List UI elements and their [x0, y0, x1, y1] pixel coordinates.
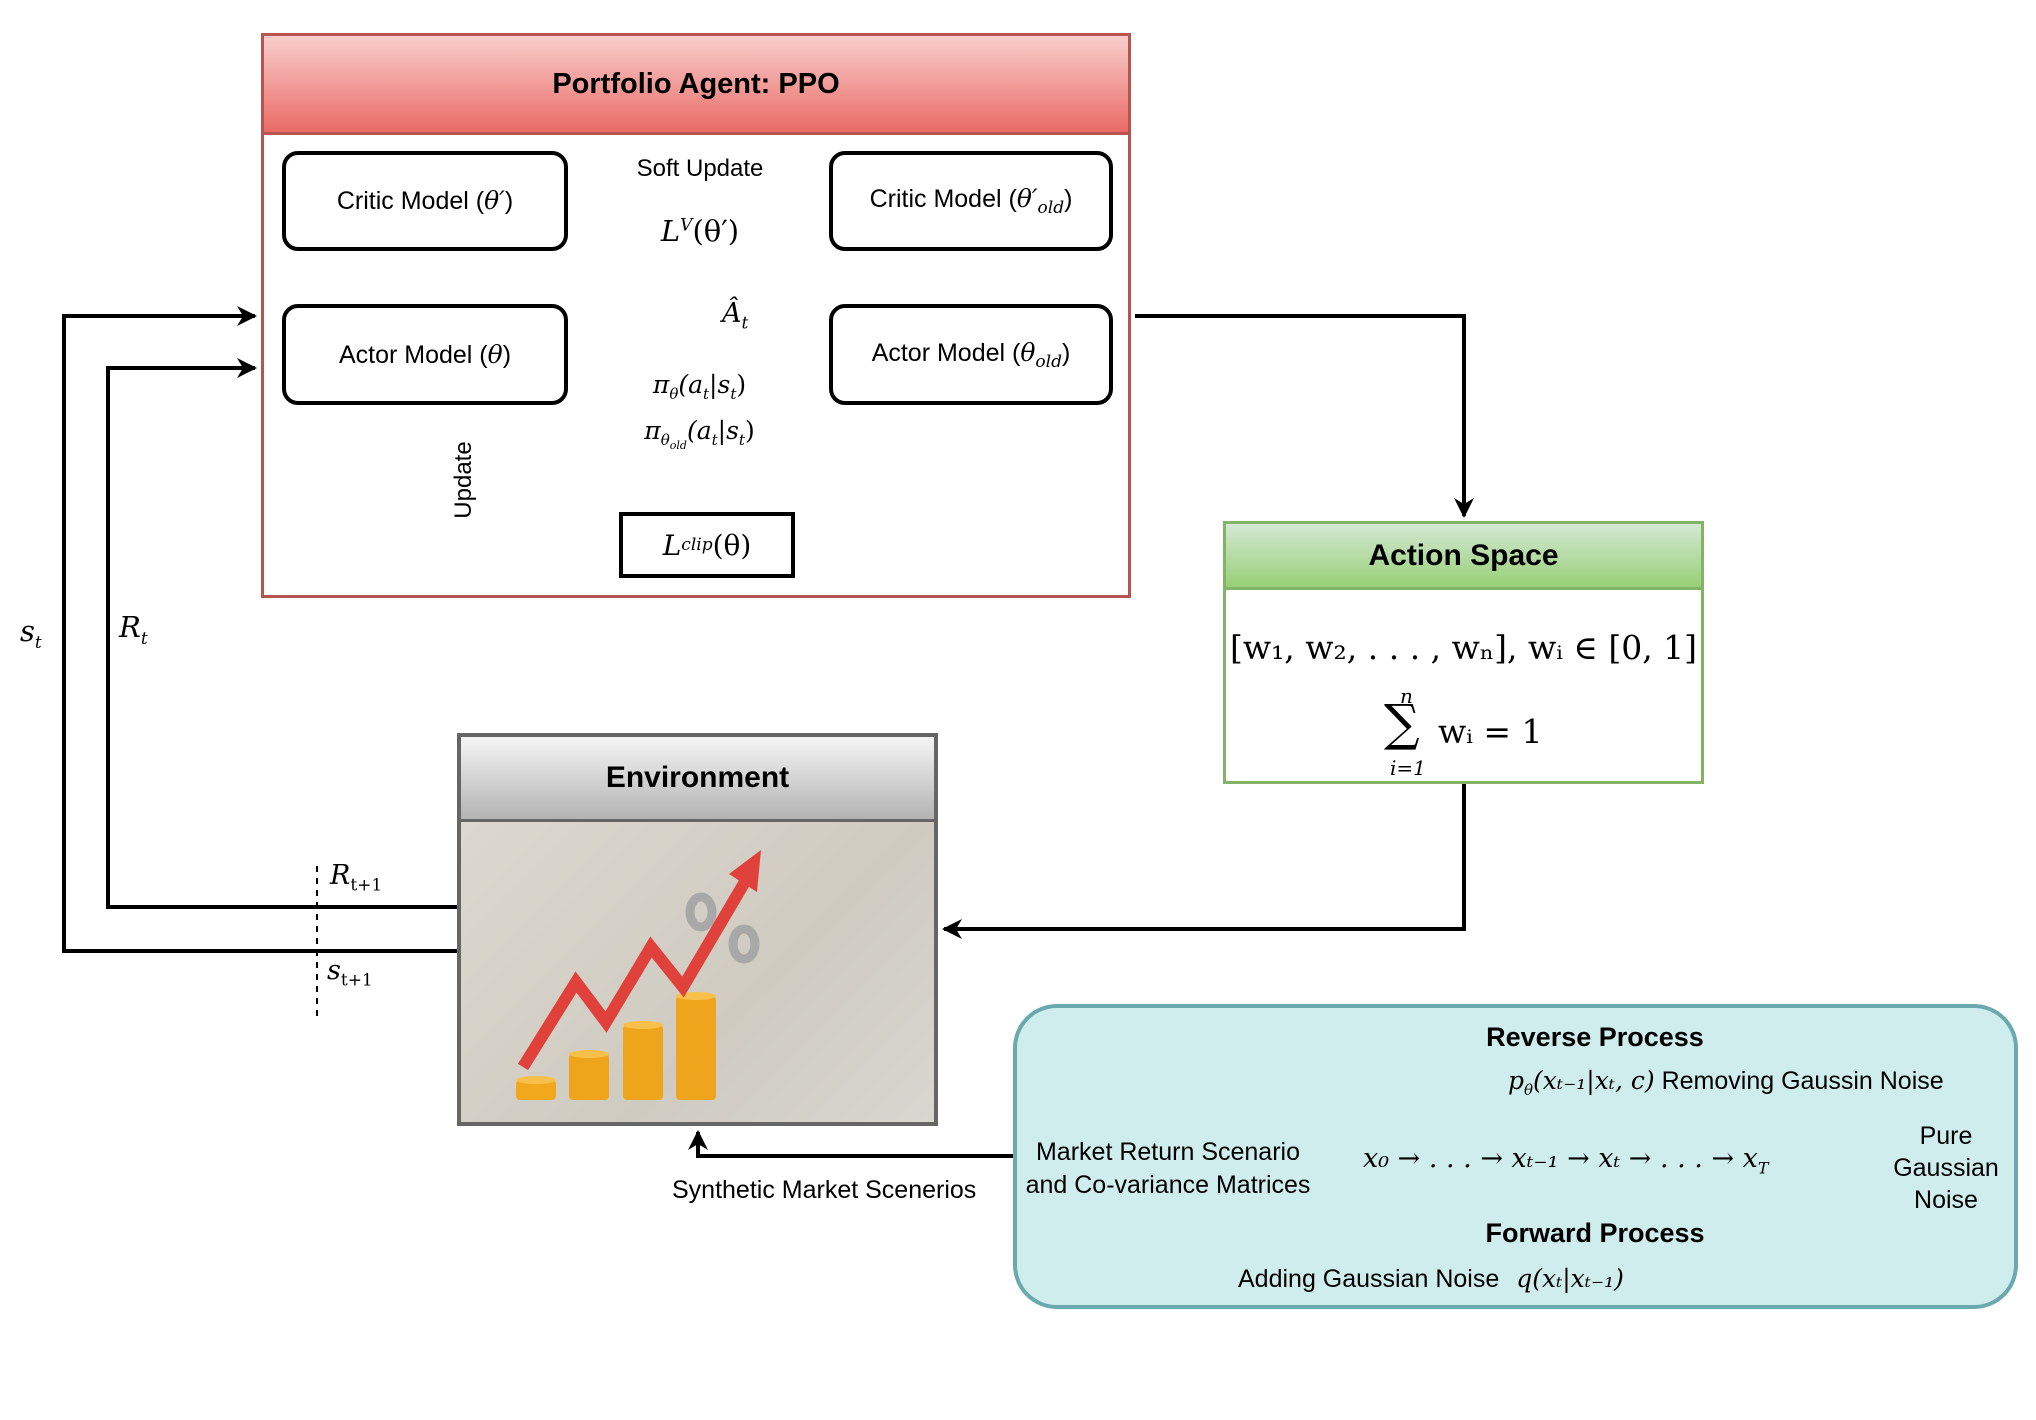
environment-node[interactable]: Environment	[457, 733, 938, 1126]
growth-illustration	[516, 850, 761, 1100]
actor-model-old-label: Actor Model (θold)	[871, 337, 1071, 372]
environment-title: Environment	[461, 737, 934, 822]
source-line-1: Market Return Scenario	[1035, 1138, 1300, 1166]
actor-model-old-node[interactable]: Actor Model (θold)	[829, 304, 1113, 405]
forward-process-row: Adding Gaussian Noise q(xₜ|xₜ₋₁)	[1238, 1264, 1624, 1294]
sum-body: wᵢ = 1	[1438, 712, 1543, 751]
noise-line-3: Noise	[1914, 1186, 1978, 1214]
value-loss-formula: LV(θ′)	[660, 214, 740, 248]
actor-model-node[interactable]: Actor Model (θ)	[282, 304, 568, 405]
noise-line-2: Gaussian	[1893, 1154, 1999, 1182]
forward-process-title: Forward Process	[1485, 1218, 1705, 1248]
ratio-denominator: πθold(at|st)	[644, 416, 755, 452]
forward-process-description: Adding Gaussian Noise	[1238, 1265, 1500, 1293]
pure-noise-label: Pure Gaussian Noise	[1876, 1120, 2016, 1216]
critic-model-old-label: Critic Model (θ′old)	[869, 184, 1073, 218]
agent-to-action-arrow	[1135, 314, 1474, 518]
diffusion-to-env-arrow	[688, 1130, 1013, 1158]
reverse-process-formula: pθ(xₜ₋₁|xₜ, c)	[1508, 1066, 1655, 1099]
action-space-title: Action Space	[1226, 524, 1701, 590]
reverse-process-description: Removing Gaussin Noise	[1661, 1067, 1944, 1095]
next-state-label: st+1	[327, 955, 373, 991]
state-feedback-arrow	[62, 306, 457, 953]
actor-model-label: Actor Model (θ)	[338, 339, 512, 369]
market-growth-image	[461, 822, 934, 1122]
synthetic-scenarios-label: Synthetic Market Scenerios	[672, 1176, 977, 1204]
weights-vector-formula: [w₁, w₂, . . . , wₙ], wᵢ ∈ [0, 1]	[1229, 628, 1698, 667]
state-label: st	[20, 614, 42, 653]
update-label: Update	[450, 441, 477, 519]
ppo-agent-title: Portfolio Agent: PPO	[264, 36, 1128, 135]
diffusion-model-node[interactable]	[1013, 1004, 2018, 1309]
critic-model-node[interactable]: Critic Model (θ′)	[282, 151, 568, 251]
action-space-node[interactable]: Action Space [w₁, w₂, . . . , wₙ], wᵢ ∈ …	[1223, 521, 1704, 784]
critic-model-old-node[interactable]: Critic Model (θ′old)	[829, 151, 1113, 251]
action-to-env-arrow	[942, 784, 1466, 939]
sum-symbol: ∑	[1384, 694, 1420, 752]
ratio-numerator: πθ(at|st)	[652, 370, 747, 403]
reward-label: Rt	[119, 610, 148, 649]
soft-update-label: Soft Update	[636, 155, 764, 182]
next-reward-label: Rt+1	[330, 860, 383, 896]
sum-lower-limit: i=1	[1390, 756, 1426, 780]
diffusion-chain-formula: x₀ → . . . → xₜ₋₁ → xₜ → . . . → xT	[1363, 1143, 1769, 1178]
forward-process-formula: q(xₜ|xₜ₋₁)	[1516, 1264, 1624, 1293]
diffusion-source-label: Market Return Scenario and Co-variance M…	[1018, 1136, 1318, 1202]
growth-arrow-icon	[517, 850, 761, 1071]
noise-line-1: Pure	[1919, 1122, 1973, 1150]
reward-feedback-arrow	[106, 358, 457, 909]
sum-upper-limit: n	[1400, 684, 1413, 708]
source-line-2: and Co-variance Matrices	[1025, 1171, 1311, 1199]
coin-stacks-icon	[516, 992, 716, 1100]
weights-sum-formula: n ∑ i=1 wᵢ = 1	[1376, 684, 1576, 784]
critic-model-label: Critic Model (θ′)	[336, 186, 514, 215]
advantage-formula: Ât	[722, 298, 749, 334]
reverse-process-row: pθ(xₜ₋₁|xₜ, c) Removing Gaussin Noise	[1508, 1066, 1944, 1099]
percent-icon	[685, 892, 760, 964]
reverse-process-title: Reverse Process	[1486, 1022, 1704, 1052]
